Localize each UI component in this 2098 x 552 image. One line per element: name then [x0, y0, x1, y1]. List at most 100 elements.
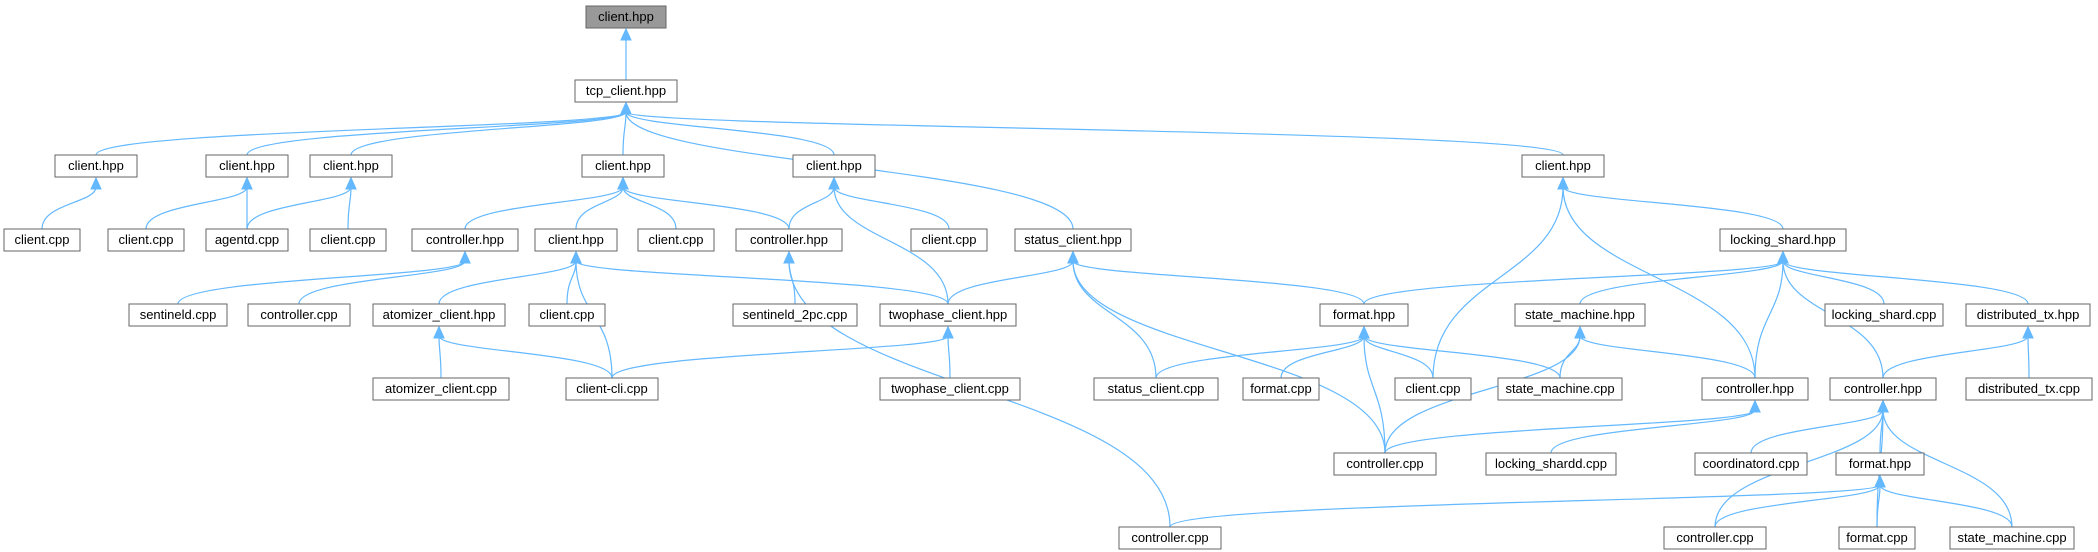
node-label: state_machine.hpp [1525, 307, 1635, 322]
node-box [1965, 377, 2093, 401]
node-c3[interactable]: client.hpp [309, 154, 393, 178]
edge-arrowhead [620, 27, 632, 41]
edge-line [1072, 260, 1386, 454]
node-label: coordinatord.cpp [1703, 456, 1800, 471]
node-locking[interactable]: locking_shard.hpp [1719, 228, 1847, 252]
edge-n_status-n_ctrl_cpp2 [1067, 250, 1386, 454]
node-ctrl-cpp1[interactable]: controller.cpp [247, 303, 351, 327]
edge-n_c2-n_agentd [241, 176, 253, 229]
node-c2[interactable]: client.hpp [205, 154, 289, 178]
node-l3-1[interactable]: client.cpp [3, 228, 81, 252]
node-format2[interactable]: format.hpp [1835, 452, 1925, 476]
node-box [128, 303, 228, 327]
node-box [1694, 452, 1808, 476]
node-statemachine[interactable]: state_machine.hpp [1514, 303, 1646, 327]
node-ctrl-cpp4[interactable]: controller.cpp [1118, 526, 1222, 550]
node-box [637, 228, 715, 252]
node-root[interactable]: client.hpp [585, 5, 667, 29]
node-clientcli[interactable]: client-cli.cpp [565, 377, 659, 401]
node-format-cpp2[interactable]: format.cpp [1838, 526, 1916, 550]
node-l3-4[interactable]: client.cpp [637, 228, 715, 252]
node-box [1838, 526, 1916, 550]
node-ctrl-cpp2[interactable]: controller.cpp [1333, 452, 1437, 476]
node-c1[interactable]: client.hpp [54, 154, 138, 178]
node-ctrl-hpp4[interactable]: controller.hpp [1829, 377, 1937, 401]
node-statemachine-cpp1[interactable]: state_machine.cpp [1497, 377, 1623, 401]
node-label: atomizer_client.hpp [383, 307, 496, 322]
node-ctrl-hpp2[interactable]: controller.hpp [735, 228, 843, 252]
node-distributed[interactable]: distributed_tx.hpp [1965, 303, 2091, 327]
node-label: status_client.hpp [1024, 232, 1122, 247]
edge-line [1879, 484, 2013, 528]
node-l3-2[interactable]: client.cpp [107, 228, 185, 252]
node-twophase-cpp[interactable]: twophase_client.cpp [879, 377, 1021, 401]
edge-line [1072, 260, 1365, 305]
edge-arrowhead [1557, 176, 1569, 190]
node-l3-3[interactable]: client.cpp [309, 228, 387, 252]
node-locking-cpp[interactable]: locking_shard.cpp [1824, 303, 1944, 327]
node-ctrl-cpp3[interactable]: controller.cpp [1663, 526, 1767, 550]
node-l5-client[interactable]: client.cpp [1394, 377, 1472, 401]
edge-line [246, 186, 352, 230]
node-l4-client[interactable]: client.cpp [528, 303, 606, 327]
edge-n_atomizer-n_clientcli [433, 325, 613, 379]
edge-line [1562, 186, 1756, 379]
edge-line [1754, 260, 1784, 379]
node-box [372, 303, 506, 327]
node-label: client.cpp [540, 307, 595, 322]
node-label: controller.cpp [1676, 530, 1753, 545]
edge-arrowhead [1574, 325, 1586, 339]
node-status[interactable]: status_client.hpp [1014, 228, 1132, 252]
node-c4[interactable]: client.hpp [581, 154, 665, 178]
node-box [879, 303, 1017, 327]
node-tcp[interactable]: tcp_client.hpp [574, 79, 678, 103]
edge-line [1363, 335, 1561, 379]
node-label: sentineld_2pc.cpp [743, 307, 848, 322]
edge-n_c7-n_twophase [570, 250, 949, 305]
node-box [205, 154, 289, 178]
edge-n_statemachine-n_ctrl_cpp2 [1384, 325, 1586, 454]
node-c5[interactable]: client.hpp [792, 154, 876, 178]
node-coordinatord[interactable]: coordinatord.cpp [1694, 452, 1808, 476]
node-label: locking_shard.cpp [1832, 307, 1937, 322]
node-box [1319, 303, 1409, 327]
node-box [732, 303, 858, 327]
node-c7[interactable]: client.hpp [534, 228, 618, 252]
node-ctrl-hpp1[interactable]: controller.hpp [411, 228, 519, 252]
node-box [54, 154, 138, 178]
edge-line [1363, 335, 1434, 379]
node-box [1118, 526, 1222, 550]
edge-n_c4-n_ctrl_hpp2 [617, 176, 790, 230]
node-box [735, 228, 843, 252]
node-label: client-cli.cpp [576, 381, 648, 396]
node-box [1014, 228, 1132, 252]
node-c6[interactable]: client.hpp [1521, 154, 1605, 178]
node-statemachine-cpp2[interactable]: state_machine.cpp [1949, 526, 2075, 550]
edge-line [575, 260, 949, 305]
node-agentd[interactable]: agentd.cpp [205, 228, 289, 252]
node-atomizer[interactable]: atomizer_client.hpp [372, 303, 506, 327]
node-atomizer-cpp[interactable]: atomizer_client.cpp [372, 377, 510, 401]
node-label: client.hpp [548, 232, 604, 247]
node-format-cpp1[interactable]: format.cpp [1242, 377, 1320, 401]
node-box [1514, 303, 1646, 327]
node-sentineld2pc[interactable]: sentineld_2pc.cpp [732, 303, 858, 327]
node-label: locking_shard.hpp [1730, 232, 1836, 247]
edge-n_c6-n_l5_client [1432, 176, 1569, 379]
node-shardd[interactable]: locking_shardd.cpp [1485, 452, 1617, 476]
graph-edges [41, 27, 2034, 528]
node-l3-5[interactable]: client.cpp [910, 228, 988, 252]
node-status-cpp[interactable]: status_client.cpp [1093, 377, 1219, 401]
node-format1[interactable]: format.hpp [1319, 303, 1409, 327]
node-sentineld[interactable]: sentineld.cpp [128, 303, 228, 327]
edge-n_ctrl_hpp4-n_coordinatord [1750, 399, 1889, 454]
edge-n_distributed-n_ctrl_hpp4 [1882, 325, 2034, 379]
node-label: client.cpp [1406, 381, 1461, 396]
edge-n_statemachine-n_ctrl_hpp3 [1574, 325, 1756, 379]
node-twophase[interactable]: twophase_client.hpp [879, 303, 1017, 327]
edge-line [95, 111, 627, 156]
edge-line [1363, 335, 1386, 454]
node-ctrl-hpp3[interactable]: controller.hpp [1701, 377, 1809, 401]
node-distributed-cpp[interactable]: distributed_tx.cpp [1965, 377, 2093, 401]
node-label: client.cpp [922, 232, 977, 247]
